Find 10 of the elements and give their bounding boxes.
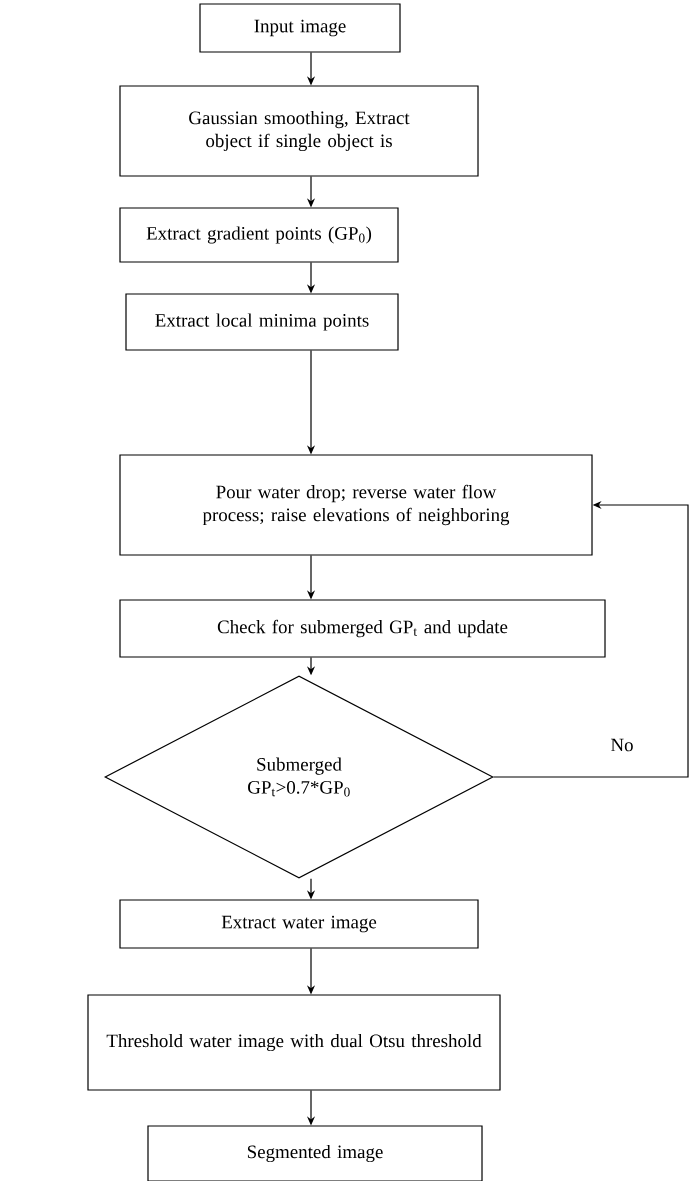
process-box: Check for submerged GP$_{t}$ and update [119,599,606,658]
edge-label: No [608,736,636,754]
process-box: Extract water image [119,899,479,949]
process-box: Input image [199,3,401,53]
process-box: Segmented image [147,1125,483,1181]
process-box: Pour water drop; reverse water flow process; raise elevations of neighboring [119,454,593,556]
process-box: Threshold water image with dual Otsu threshold [87,994,501,1091]
process-box: Gaussian smoothing, Extract object if single object is [119,85,479,177]
process-box: Extract gradient points (GP$_{0}$) [119,207,399,263]
process-box: Extract local minima points [125,293,399,351]
